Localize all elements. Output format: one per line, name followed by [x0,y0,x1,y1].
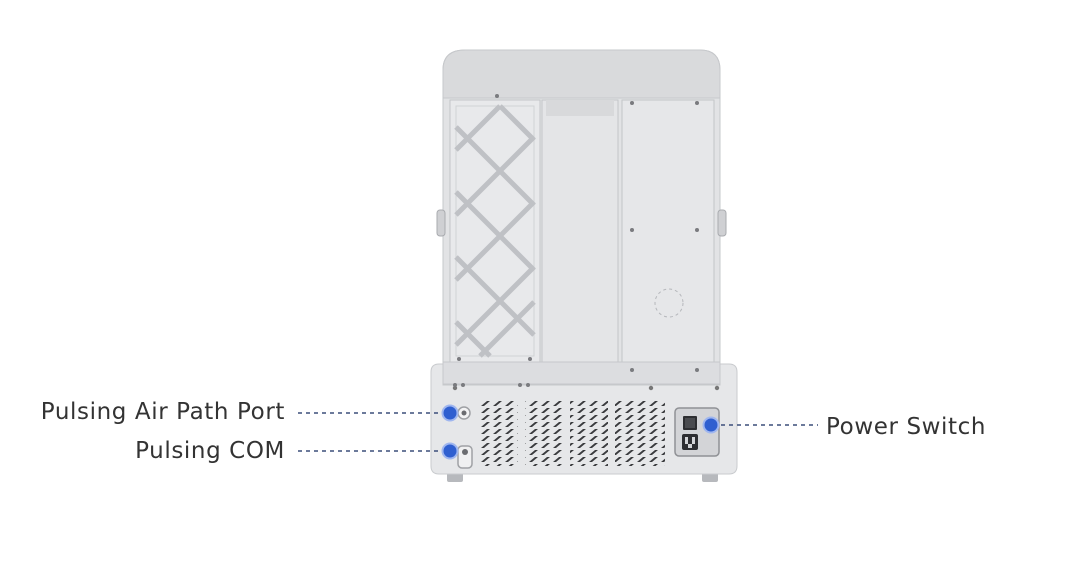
center-channel [541,99,619,363]
vent-grille-2 [525,400,563,466]
pulsing-air-path-port [457,406,471,420]
callout-air-path [298,404,459,422]
label-pulsing-com: Pulsing COM [135,438,285,464]
pulsing-com-port [457,445,473,469]
side-panel [621,99,715,375]
base-unit [430,363,738,475]
vent-grille-3 [570,400,608,466]
callout-com [298,442,459,460]
label-pulsing-air-path-port: Pulsing Air Path Port [40,399,285,425]
callout-power [702,416,818,434]
vent-grille-4 [615,400,665,466]
upper-cabinet [436,49,727,387]
vent-grille-1 [480,400,518,466]
label-power-switch: Power Switch [826,414,987,440]
